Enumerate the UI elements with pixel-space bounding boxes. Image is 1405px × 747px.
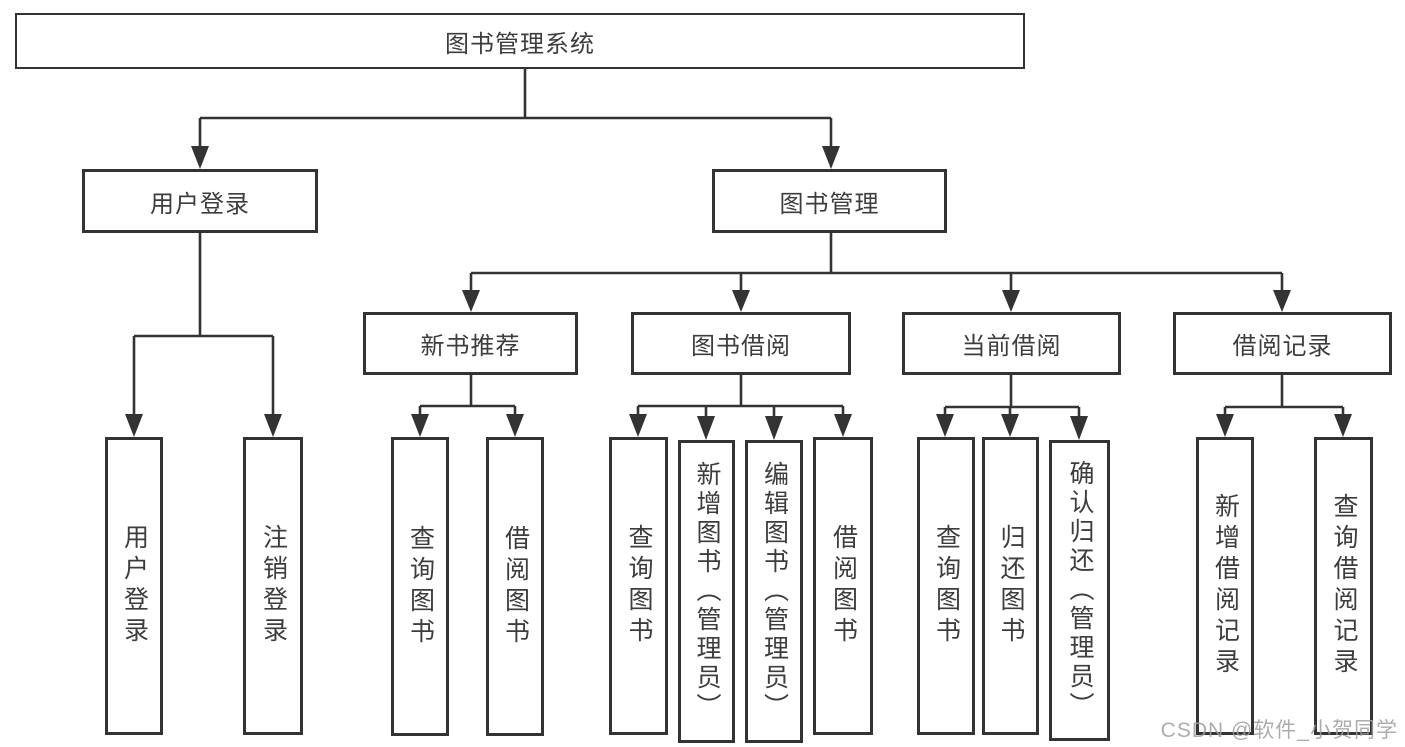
- leaf-confirm-return-admin-label: 确认归还（管理员）: [1066, 460, 1094, 721]
- node-book-management-label: 图书管理: [779, 190, 880, 218]
- leaf-query-borrow-record: 查询借阅记录: [1314, 437, 1373, 735]
- arrowhead: [506, 414, 524, 437]
- arrowhead: [1273, 290, 1291, 312]
- arrowhead: [264, 414, 282, 437]
- leaf-logout: 注销登录: [243, 437, 303, 735]
- arrowhead: [765, 416, 783, 440]
- node-root: 图书管理系统: [15, 13, 1025, 69]
- arrowhead: [1070, 416, 1088, 440]
- leaf-query-books-current-label: 查询图书: [932, 524, 961, 648]
- node-new-book-recommend-label: 新书推荐: [420, 333, 521, 360]
- leaf-borrow-books-recommend-label: 借阅图书: [501, 524, 530, 649]
- leaf-add-borrow-record-label: 新增借阅记录: [1211, 493, 1240, 679]
- leaf-confirm-return-admin: 确认归还（管理员）: [1049, 440, 1110, 741]
- leaf-query-books-borrowing: 查询图书: [609, 437, 668, 735]
- node-root-label: 图书管理系统: [445, 30, 595, 58]
- node-user-login: 用户登录: [82, 169, 318, 233]
- leaf-return-books: 归还图书: [982, 437, 1039, 735]
- leaf-query-books-current: 查询图书: [917, 437, 975, 735]
- arrowhead: [629, 414, 647, 437]
- arrowhead: [462, 290, 480, 312]
- arrowhead: [732, 290, 750, 312]
- arrowhead: [1216, 414, 1234, 437]
- leaf-add-books-admin: 新增图书（管理员）: [678, 440, 735, 743]
- leaf-query-borrow-record-label: 查询借阅记录: [1330, 493, 1358, 679]
- arrowhead: [834, 414, 852, 437]
- arrowhead: [411, 414, 429, 437]
- leaf-borrow-books-recommend: 借阅图书: [486, 437, 544, 736]
- node-borrowing-records-label: 借阅记录: [1232, 333, 1333, 360]
- node-book-management: 图书管理: [712, 169, 947, 233]
- leaf-edit-books-admin-label: 编辑图书（管理员）: [760, 461, 789, 722]
- leaf-query-books-borrowing-label: 查询图书: [625, 524, 653, 648]
- leaf-return-books-label: 归还图书: [997, 524, 1025, 648]
- leaf-user-login: 用户登录: [105, 437, 163, 735]
- arrowhead: [1001, 414, 1019, 437]
- arrowhead: [936, 414, 954, 437]
- arrowhead: [697, 416, 715, 440]
- leaf-logout-label: 注销登录: [259, 524, 288, 648]
- node-current-borrowing: 当前借阅: [902, 312, 1121, 375]
- leaf-edit-books-admin: 编辑图书（管理员）: [745, 440, 803, 743]
- arrowhead: [125, 414, 143, 437]
- arrowhead: [191, 146, 209, 169]
- leaf-user-login-label: 用户登录: [120, 524, 149, 648]
- leaf-add-books-admin-label: 新增图书（管理员）: [693, 461, 721, 722]
- arrowhead: [1334, 414, 1352, 437]
- node-user-login-label: 用户登录: [150, 190, 250, 218]
- csdn-watermark: CSDN @软件_小贺同学: [1160, 719, 1398, 742]
- leaf-borrow-books-borrowing-label: 借阅图书: [829, 524, 858, 648]
- node-book-borrowing-label: 图书借阅: [691, 333, 791, 360]
- leaf-query-books-recommend: 查询图书: [391, 437, 449, 736]
- node-current-borrowing-label: 当前借阅: [961, 333, 1062, 360]
- arrowhead: [1002, 290, 1020, 312]
- node-borrowing-records: 借阅记录: [1173, 312, 1392, 375]
- arrowhead: [822, 146, 840, 169]
- leaf-query-books-recommend-label: 查询图书: [406, 524, 435, 649]
- leaf-borrow-books-borrowing: 借阅图书: [813, 437, 873, 735]
- node-new-book-recommend: 新书推荐: [363, 312, 578, 375]
- leaf-add-borrow-record: 新增借阅记录: [1196, 437, 1254, 735]
- node-book-borrowing: 图书借阅: [631, 312, 851, 375]
